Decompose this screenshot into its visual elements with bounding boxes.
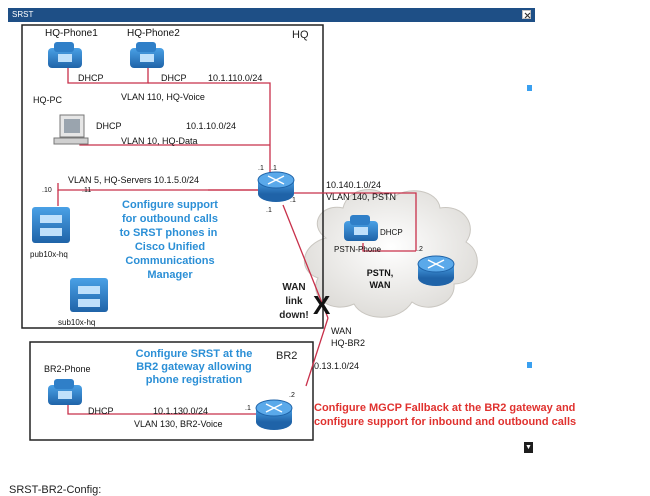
br2-phone-label: BR2-Phone xyxy=(44,364,91,374)
dhcp-label-phone1: DHCP xyxy=(78,73,104,83)
hq-phone1-label: HQ-Phone1 xyxy=(45,28,98,39)
dhcp-label-pstn: DHCP xyxy=(380,228,403,237)
link-voice-vlan xyxy=(148,82,271,178)
port-label-br2-wan: .2 xyxy=(289,392,295,399)
pstn-wan-label: PSTN,WAN xyxy=(367,268,394,290)
scroll-down-arrow-icon[interactable]: ▼ xyxy=(524,442,533,453)
network-links xyxy=(57,68,417,415)
hq-note-line: Configure support xyxy=(122,199,218,211)
link-pstn xyxy=(290,192,417,251)
link-wan-hq-side xyxy=(282,204,329,319)
pstn-phone-icon[interactable] xyxy=(344,215,378,241)
link-pstn-phone xyxy=(362,243,416,252)
br2-site-label: BR2 xyxy=(276,350,297,362)
dhcp-label-phone2: DHCP xyxy=(161,73,187,83)
network-diagram: HQ BR2 X H xyxy=(21,24,576,441)
sub-server-icon[interactable] xyxy=(70,278,108,312)
port-label-hq-pstn: .1 xyxy=(290,197,296,204)
dhcp-label-br2: DHCP xyxy=(88,406,114,416)
wan-failure-x: X xyxy=(313,290,331,320)
vlan-110-label: VLAN 110, HQ-Voice xyxy=(121,92,205,102)
hq-router-icon[interactable] xyxy=(257,171,295,202)
net-140-label: 10.140.1.0/24 xyxy=(326,180,381,190)
pub-server-icon[interactable] xyxy=(32,207,70,243)
hq-phone2-label: HQ-Phone2 xyxy=(127,28,180,39)
vlan-5-label: VLAN 5, HQ-Servers 10.1.5.0/24 xyxy=(68,175,199,185)
hq-phone2-icon[interactable] xyxy=(130,42,164,68)
hq-site-box xyxy=(21,24,324,329)
br2-router-icon[interactable] xyxy=(255,399,293,430)
hq-pc-label: HQ-PC xyxy=(33,95,63,105)
mgcp-note: Configure MGCP Fallback at the BR2 gatew… xyxy=(314,402,576,428)
net-13-label: 0.13.1.0/24 xyxy=(314,361,359,371)
close-icon[interactable] xyxy=(522,10,531,19)
port-label-hq-wan: .1 xyxy=(266,207,272,214)
sub-server-label: sub10x-hq xyxy=(58,318,95,327)
vertical-scrollbar[interactable]: ▼ xyxy=(523,22,535,455)
port-label-pstn-router: .2 xyxy=(417,246,423,253)
br2-site-box xyxy=(29,341,314,441)
vlan-130-label: VLAN 130, BR2-Voice xyxy=(134,419,223,429)
link-phone1-phone2 xyxy=(67,68,149,84)
hq-phone1-icon[interactable] xyxy=(48,42,82,68)
link-br2-phone xyxy=(67,403,256,415)
port-label-hq-router-2: .1 xyxy=(271,165,277,172)
pub-server-label: pub10x-hq xyxy=(30,250,68,259)
net-10-label: 10.1.10.0/24 xyxy=(186,121,236,131)
title-bar: SRST xyxy=(8,8,535,22)
port-label-sub: .11 xyxy=(82,187,91,194)
br2-phone-icon[interactable] xyxy=(48,379,82,405)
net-110-label: 10.1.110.0/24 xyxy=(208,73,262,83)
scroll-mark-top xyxy=(527,85,532,91)
pstn-router-icon[interactable] xyxy=(417,255,455,286)
srst-br2-config-label: SRST-BR2-Config: xyxy=(9,484,102,496)
link-wan-br2-side xyxy=(305,317,329,387)
hq-site-label: HQ xyxy=(292,29,309,41)
scroll-mark-bottom xyxy=(527,362,532,368)
pstn-phone-label: PSTN-Phone xyxy=(334,245,382,254)
port-label-pub: .10 xyxy=(42,187,52,194)
net-130-label: 10.1.130.0/24 xyxy=(153,406,208,416)
dhcp-label-pc: DHCP xyxy=(96,121,122,131)
vlan-140-label: VLAN 140, PSTN xyxy=(326,192,396,202)
vlan-10-label: VLAN 10, HQ-Data xyxy=(121,136,198,146)
srst-window: SRST ▼ HQ BR2 xyxy=(8,8,576,455)
hq-pc-icon[interactable] xyxy=(53,114,89,145)
window-title: SRST xyxy=(12,10,34,19)
port-label-hq-router: .1 xyxy=(258,165,264,172)
port-label-br2-lan: .1 xyxy=(245,405,251,412)
